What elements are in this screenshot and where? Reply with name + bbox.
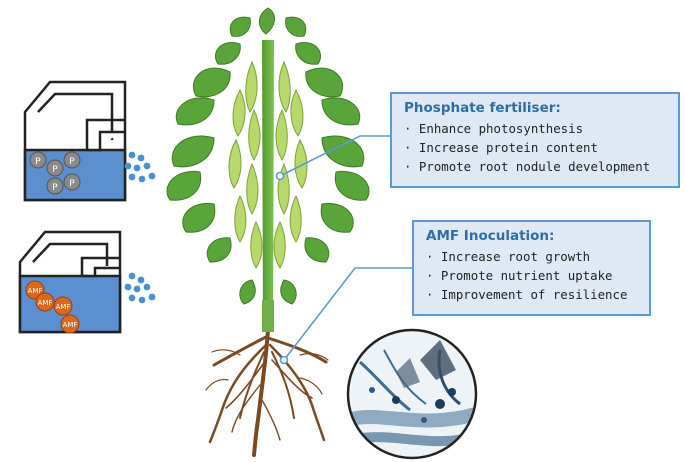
amf-label: AMF <box>63 321 78 329</box>
amf-benefits-list: Increase root growth Promote nutrient up… <box>426 247 639 304</box>
plant-stem <box>262 40 274 332</box>
list-item: Promote root nodule development <box>404 157 668 176</box>
amf-label: AMF <box>28 287 43 295</box>
callout-connectors <box>275 135 412 365</box>
amf-title: AMF Inoculation: <box>426 228 555 244</box>
amf-drops <box>124 272 156 304</box>
soybean-pods <box>228 60 308 269</box>
plant-leaves <box>166 7 370 305</box>
amf-spores: AMF AMF AMF AMF <box>25 280 80 334</box>
amf-inoculation-box: AMF Inoculation: Increase root growth Pr… <box>412 220 651 316</box>
p-label: P <box>35 157 41 167</box>
list-item: Promote nutrient uptake <box>426 266 639 285</box>
phosphate-benefits-list: Enhance photosynthesis Increase protein … <box>404 119 668 176</box>
p-label: P <box>69 157 75 167</box>
phosphate-drops <box>124 151 156 183</box>
amf-label: AMF <box>38 299 53 307</box>
phosphate-fertiliser-box: Phosphate fertiliser: Enhance photosynth… <box>390 92 680 188</box>
p-label: P <box>69 179 75 189</box>
amf-label: AMF <box>56 303 71 311</box>
p-label: P <box>52 165 58 175</box>
p-label: P <box>52 183 58 193</box>
list-item: Increase root growth <box>426 247 639 266</box>
list-item: Improvement of resilience <box>426 285 639 304</box>
phosphate-title: Phosphate fertiliser: <box>404 100 561 116</box>
list-item: Enhance photosynthesis <box>404 119 668 138</box>
list-item: Increase protein content <box>404 138 668 157</box>
root-microscopy-image <box>346 328 478 460</box>
phosphate-granules: P P P P P <box>29 151 81 195</box>
plant-roots <box>205 328 329 457</box>
